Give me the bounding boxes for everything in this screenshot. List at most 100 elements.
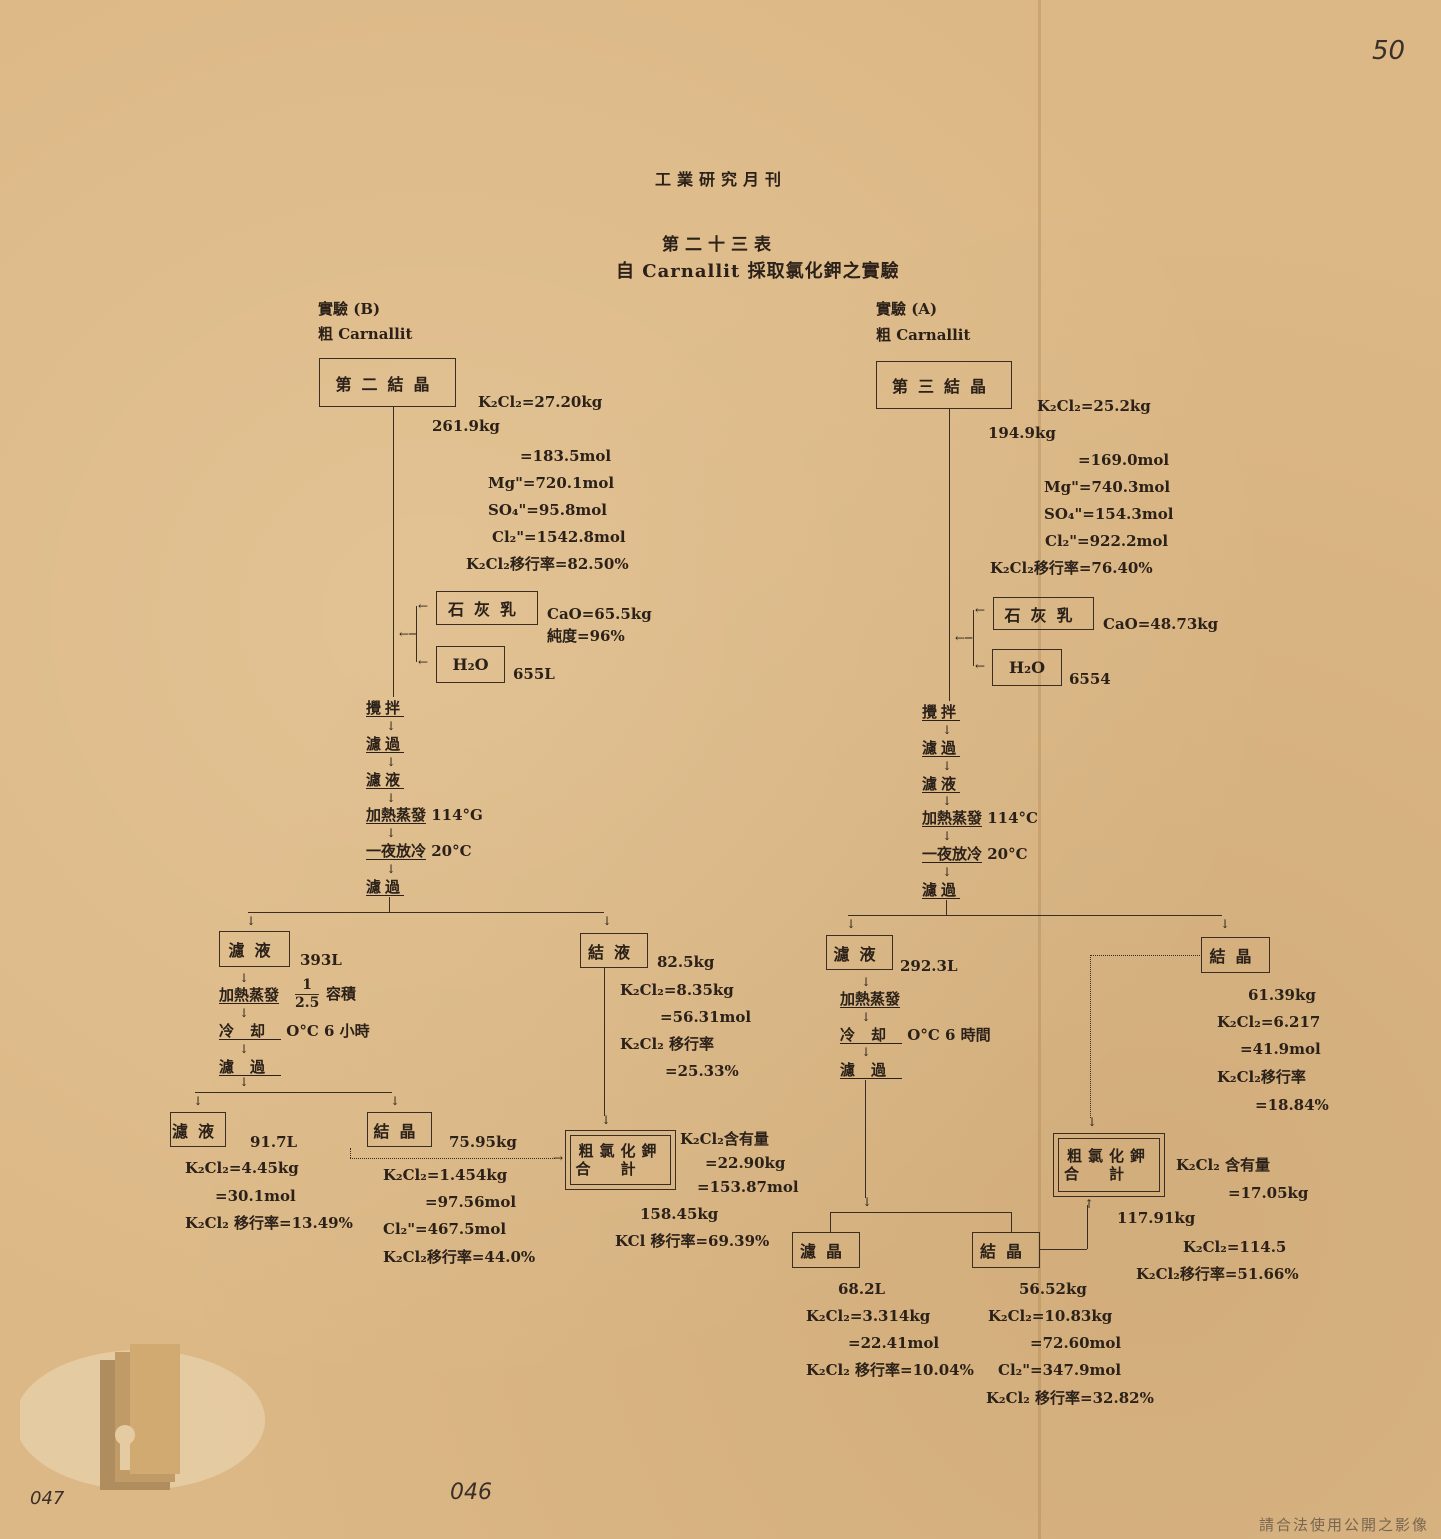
arrow-down-icon: ↓ <box>386 755 397 769</box>
start-value: K₂Cl₂移行率=82.50% <box>466 555 629 573</box>
left-archive-number: 047 <box>30 1488 65 1509</box>
step-cool: 冷却 O°C 6 小時 <box>219 1022 370 1040</box>
step-cool: 冷却 O°C 6 時間 <box>840 1026 991 1044</box>
start-value: Mg"=740.3mol <box>1044 478 1171 496</box>
archive-logo-icon <box>20 1344 265 1490</box>
crystal-value: =97.56mol <box>425 1193 517 1211</box>
total-value: 117.91kg <box>1117 1209 1196 1227</box>
crystal-box: 結晶 <box>367 1112 432 1147</box>
total-value: =153.87mol <box>697 1178 799 1196</box>
filtrate-box: 濾液 <box>826 935 893 970</box>
arrow-down-icon: ↓ <box>1087 1115 1098 1129</box>
step-heat-evaporate: 加熱蒸發 <box>219 986 280 1004</box>
step-cool-overnight: 一夜放冷 20°C <box>922 845 1028 863</box>
crystal1-value: =18.84% <box>1255 1096 1329 1114</box>
arrow-down-icon: ↓ <box>942 794 953 808</box>
material-label: 粗 Carnallit <box>318 325 413 343</box>
arrow-left-icon: ← <box>975 603 986 617</box>
filtrate2-value: K₂Cl₂ 移行率=10.04% <box>806 1361 974 1379</box>
step-filter: 濾過 <box>366 735 405 753</box>
arrow-left-icon: ← <box>418 599 429 613</box>
flow-line <box>389 897 390 912</box>
table-number: 第二十三表 <box>662 235 777 255</box>
water-box: H₂O <box>992 649 1062 686</box>
step-cool-overnight: 一夜放冷 20°C <box>366 842 472 860</box>
dotted-link <box>350 1148 351 1158</box>
filtrate2-value: =30.1mol <box>215 1187 296 1205</box>
crystal-value: K₂Cl₂=10.83kg <box>988 1307 1113 1325</box>
flow-line <box>604 968 605 1116</box>
start-value: Cl₂"=1542.8mol <box>492 528 626 546</box>
arrow-left-icon: ←─ <box>955 631 973 645</box>
arrow-left-icon: ← <box>418 655 429 669</box>
water-value: 6554 <box>1069 670 1111 688</box>
crystal1-value: 61.39kg <box>1248 986 1316 1004</box>
filtrate2-value: 91.7L <box>250 1133 298 1151</box>
arrow-down-icon: ↓ <box>862 1195 873 1209</box>
start-value: Mg"=720.1mol <box>488 474 615 492</box>
flow-line <box>1040 1249 1087 1250</box>
start-value: =169.0mol <box>1078 451 1170 469</box>
arrow-down-icon: ↓ <box>1220 917 1231 931</box>
diagram-title: 自 Carnallit 採取氯化鉀之實驗 <box>616 261 900 282</box>
filtrate-box: 濾液 <box>219 931 290 967</box>
dotted-link <box>1090 955 1091 1118</box>
crystal1-value: K₂Cl₂ 移行率 <box>620 1035 715 1053</box>
branch-line <box>195 1092 392 1093</box>
crystal1-value: K₂Cl₂=8.35kg <box>620 981 734 999</box>
total-value: 158.45kg <box>640 1205 719 1223</box>
total-box: 粗氯化鉀合計 <box>565 1130 676 1190</box>
water-value: 655L <box>513 665 555 683</box>
branch-line <box>848 915 1222 916</box>
crystal-value: 56.52kg <box>1019 1280 1087 1298</box>
arrow-down-icon: ↓ <box>386 719 397 733</box>
water-box: H₂O <box>436 646 505 683</box>
arrow-down-icon: ↓ <box>846 917 857 931</box>
filtrate2-box: 濾液 <box>170 1112 226 1147</box>
flow-line <box>393 407 394 697</box>
page-fold <box>1038 0 1041 1539</box>
arrow-down-icon: ↓ <box>239 1006 250 1020</box>
crystal-value: 75.95kg <box>449 1133 517 1151</box>
total-value: K₂Cl₂ 含有量 <box>1176 1156 1271 1174</box>
arrow-down-icon: ↓ <box>942 759 953 773</box>
total-box: 粗氯化鉀合計 <box>1053 1133 1165 1197</box>
flow-line <box>949 409 950 701</box>
arrow-down-icon: ↓ <box>390 1094 401 1108</box>
flow-line <box>1011 1212 1012 1232</box>
step-stir: 攪拌 <box>922 703 961 721</box>
step-filtrate: 濾液 <box>922 775 961 793</box>
arrow-up-icon: ↑ <box>1084 1197 1095 1211</box>
step-filter: 濾過 <box>219 1058 282 1076</box>
arrow-down-icon: ↓ <box>861 1010 872 1024</box>
arrow-left-icon: ←─ <box>399 627 417 641</box>
arrow-down-icon: ↓ <box>861 975 872 989</box>
arrow-down-icon: ↓ <box>942 829 953 843</box>
step-filter: 濾過 <box>922 881 961 899</box>
arrow-down-icon: ↓ <box>601 1113 612 1127</box>
filtrate2-value: K₂Cl₂=4.45kg <box>185 1159 299 1177</box>
step-heat-evaporate: 加熱蒸發 114°G <box>366 806 483 824</box>
lime-value: CaO=65.5kg <box>547 605 652 623</box>
arrow-down-icon: ↓ <box>239 1042 250 1056</box>
exp-label: 實驗 (B) <box>318 300 381 318</box>
step-filtrate: 濾液 <box>366 771 405 789</box>
crystal-value: =72.60mol <box>1030 1334 1122 1352</box>
lime-milk-box: 石灰乳 <box>436 591 538 625</box>
arrow-down-icon: ↓ <box>239 971 250 985</box>
filtrate-value: 393L <box>300 951 342 969</box>
total-value: =17.05kg <box>1228 1184 1309 1202</box>
volume-unit: 容積 <box>326 985 357 1003</box>
page-number-handwritten: 50 <box>1372 36 1406 66</box>
arrow-right-icon: → <box>553 1151 564 1165</box>
flow-line <box>830 1212 831 1232</box>
filtrate2-value: K₂Cl₂ 移行率=13.49% <box>185 1214 353 1232</box>
mid-archive-number: 046 <box>450 1480 492 1505</box>
branch-line <box>830 1212 1011 1213</box>
start-box: 第三結晶 <box>876 361 1012 409</box>
step-filter: 濾過 <box>366 878 405 896</box>
material-label: 粗 Carnallit <box>876 326 971 344</box>
filtrate2-box: 濾晶 <box>792 1232 860 1268</box>
crystal-value: K₂Cl₂=1.454kg <box>383 1166 508 1184</box>
